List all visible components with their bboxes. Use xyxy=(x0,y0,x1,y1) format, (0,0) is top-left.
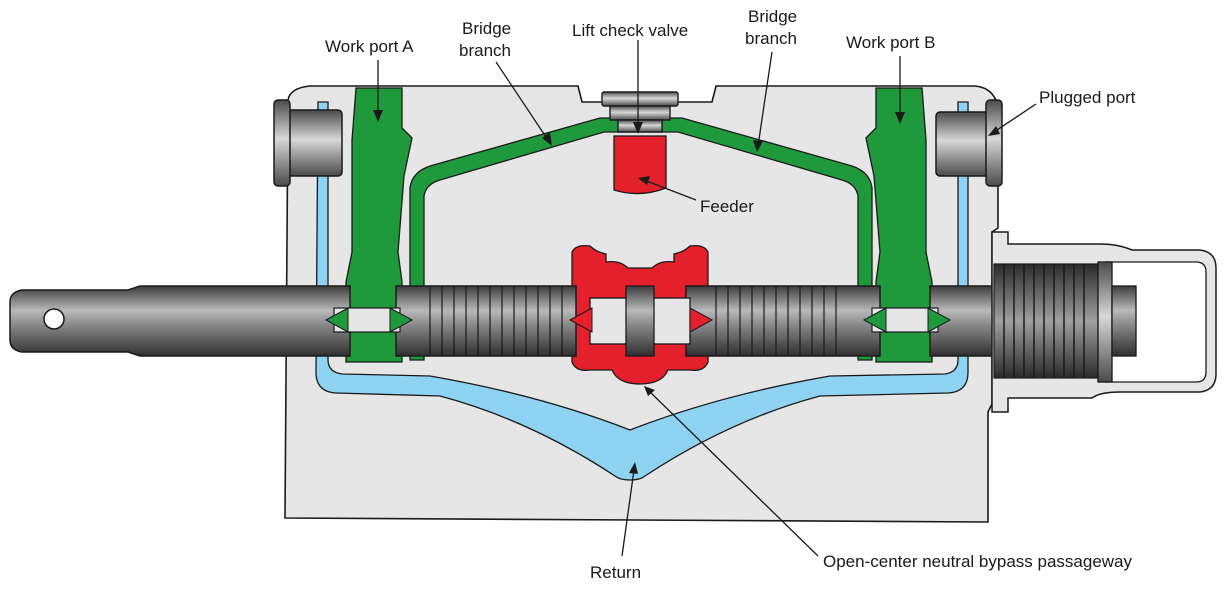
label-bridge-branch-left-1: Bridge xyxy=(462,19,511,38)
work-port-b-passage xyxy=(865,87,933,363)
label-plugged-port: Plugged port xyxy=(1039,88,1136,107)
label-bridge-branch-right-1: Bridge xyxy=(748,7,797,26)
lift-check-valve xyxy=(601,91,679,133)
bridge-passage xyxy=(409,117,873,361)
return-passage xyxy=(315,101,969,481)
work-port-a-plug xyxy=(273,99,343,187)
label-return: Return xyxy=(590,563,641,582)
label-bypass: Open-center neutral bypass passageway xyxy=(823,552,1133,571)
label-feeder: Feeder xyxy=(700,197,754,216)
label-work-port-a: Work port A xyxy=(325,37,414,56)
label-lift-check-valve: Lift check valve xyxy=(572,21,688,40)
label-work-port-b: Work port B xyxy=(846,33,935,52)
plugged-port-plug xyxy=(935,99,1003,187)
label-bridge-branch-left-2: branch xyxy=(459,41,511,60)
spool-eye-hole xyxy=(43,308,65,330)
spring-cap xyxy=(991,231,1217,413)
callout-leaders xyxy=(373,40,1037,557)
spring xyxy=(993,263,1099,379)
label-bridge-branch-right-2: branch xyxy=(745,29,797,48)
